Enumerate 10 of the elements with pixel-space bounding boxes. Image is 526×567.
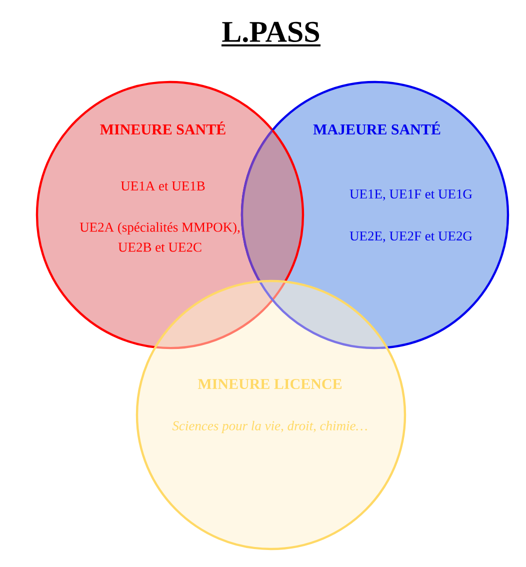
- circle-heading: MAJEURE SANTÉ: [313, 122, 440, 134]
- circle-text: UE2E, UE2F et UE2G: [350, 232, 472, 242]
- circle-heading: MINEURE SANTÉ: [100, 122, 226, 134]
- circle-heading: MINEURE LICENCE: [198, 378, 342, 390]
- circle-text: UE1A et UE1B: [120, 181, 205, 191]
- circle-text: UE1E, UE1F et UE1G: [350, 190, 472, 200]
- circle-text: UE2A (spécialités MMPOK), UE2B et UE2C: [80, 222, 240, 252]
- venn-circle: [136, 280, 406, 550]
- circle-text: Sciences pour la vie, droit, chimie…: [172, 420, 367, 434]
- title: L.PASS: [221, 22, 321, 46]
